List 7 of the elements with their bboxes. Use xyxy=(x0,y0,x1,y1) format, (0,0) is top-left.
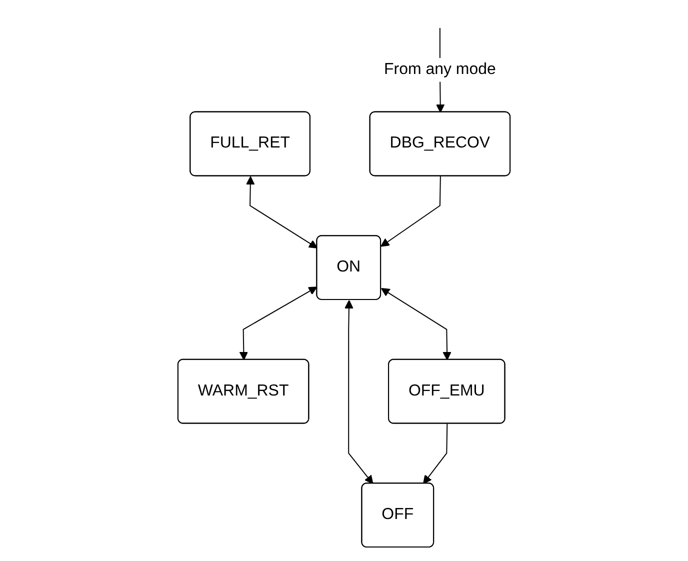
arrow xyxy=(381,288,452,360)
edge-label: From any mode xyxy=(384,60,496,78)
arrow xyxy=(423,423,448,484)
arrow xyxy=(344,300,374,484)
arrow xyxy=(246,176,318,248)
arrow xyxy=(239,286,318,360)
arrow xyxy=(380,176,441,247)
